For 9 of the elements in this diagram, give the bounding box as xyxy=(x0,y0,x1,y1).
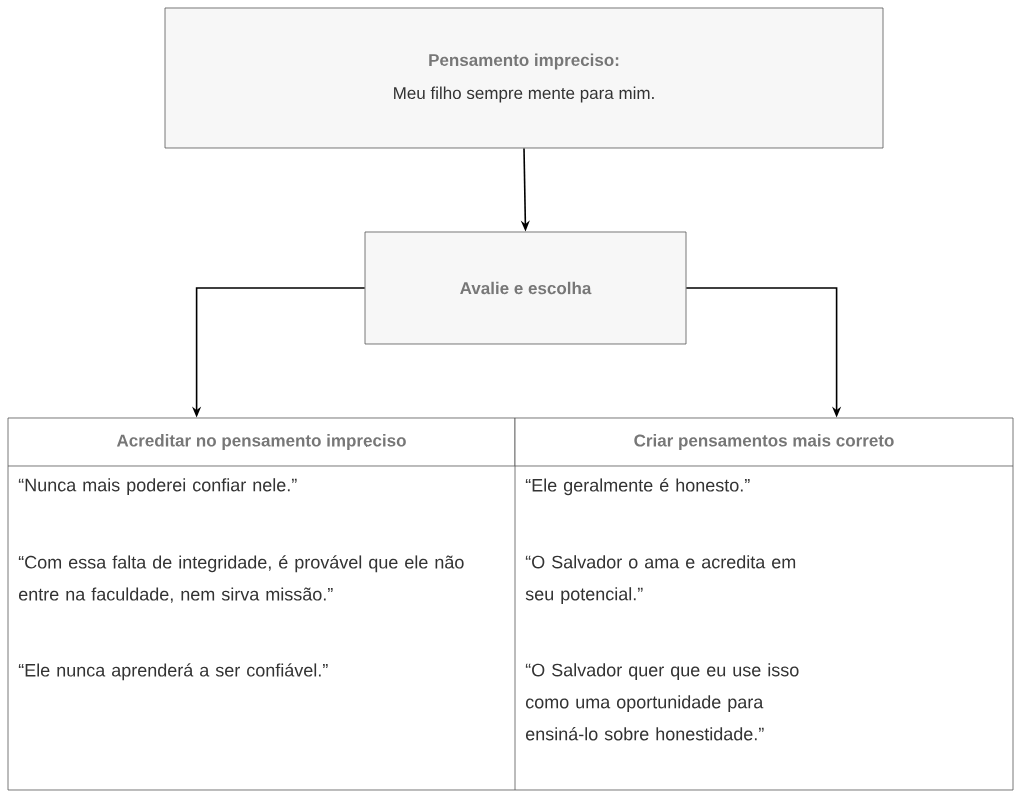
table-header-cell: Criar pensamentos mais correto xyxy=(514,417,1014,467)
process-box: Avalie e escolha xyxy=(364,231,687,345)
table-cell: “O Salvador quer que eu use isso como uma oportunidade para ensiná-lo sobre honestidade.” xyxy=(525,663,799,741)
table-header-cell: Acreditar no pensamento impreciso xyxy=(7,417,516,467)
table-cell: “O Salvador o ama e acredita em seu potencial.” xyxy=(525,555,796,604)
table-cell: “Com essa falta de integridade, é provável que ele não entre na faculdade, nem sirva missão.” xyxy=(18,555,464,603)
thought-box: Pensamento impreciso: Meu filho sempre mente para mim. xyxy=(164,7,884,149)
table-cell: “Ele geralmente é honesto.” xyxy=(525,478,750,496)
table-cell: “Ele nunca aprenderá a ser confiável.” xyxy=(18,663,328,681)
